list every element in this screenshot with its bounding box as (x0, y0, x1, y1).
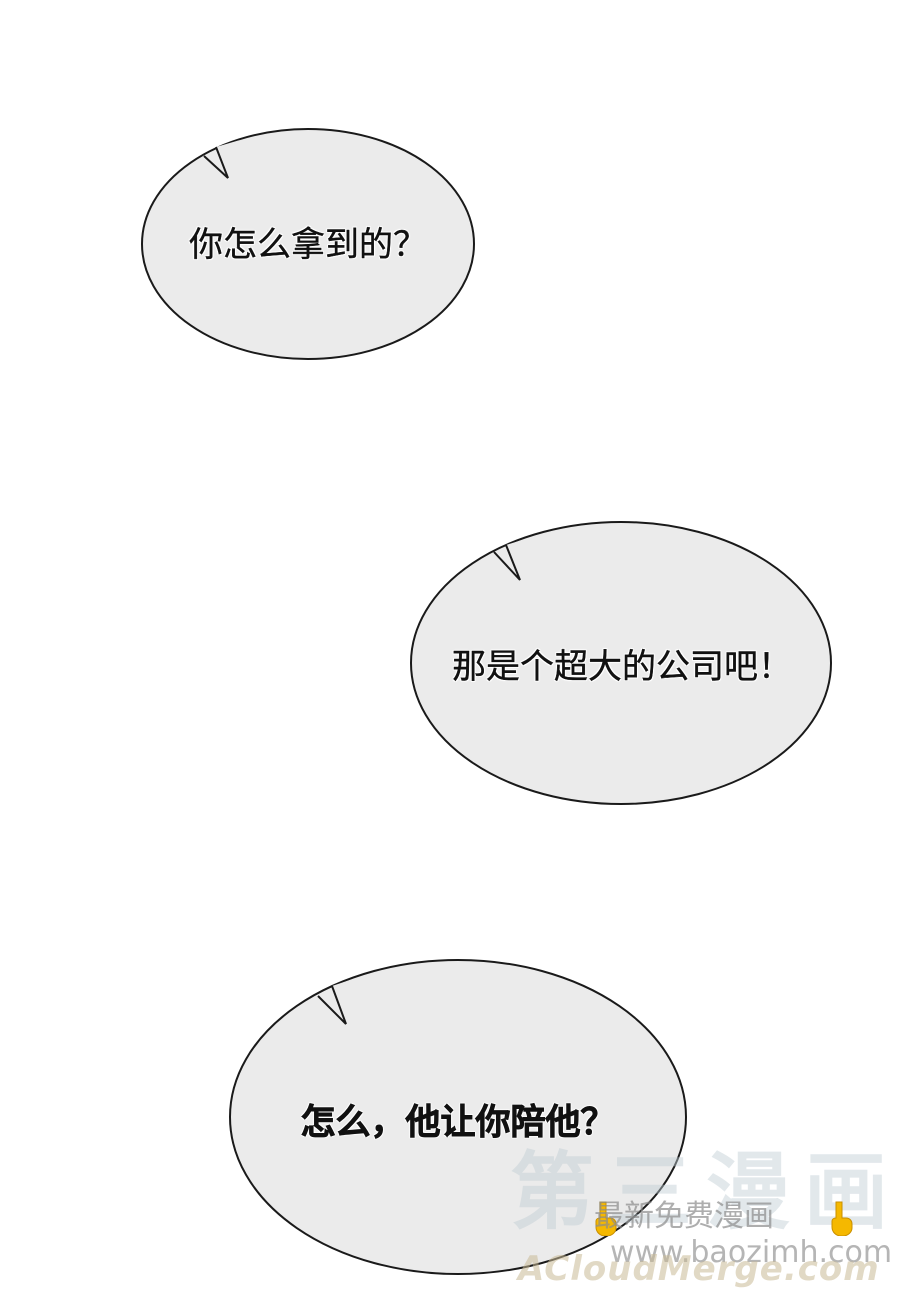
speech-bubble-1-text: 你怎么拿到的？ (189, 225, 427, 265)
speech-bubble-1 (141, 128, 475, 360)
speech-bubble-3-text: 怎么，他让你陪他？ (300, 1103, 616, 1143)
speech-bubble-2 (410, 521, 832, 805)
speech-bubble-3 (229, 959, 687, 1275)
speech-bubble-2-text: 那是个超大的公司吧！ (452, 647, 792, 687)
